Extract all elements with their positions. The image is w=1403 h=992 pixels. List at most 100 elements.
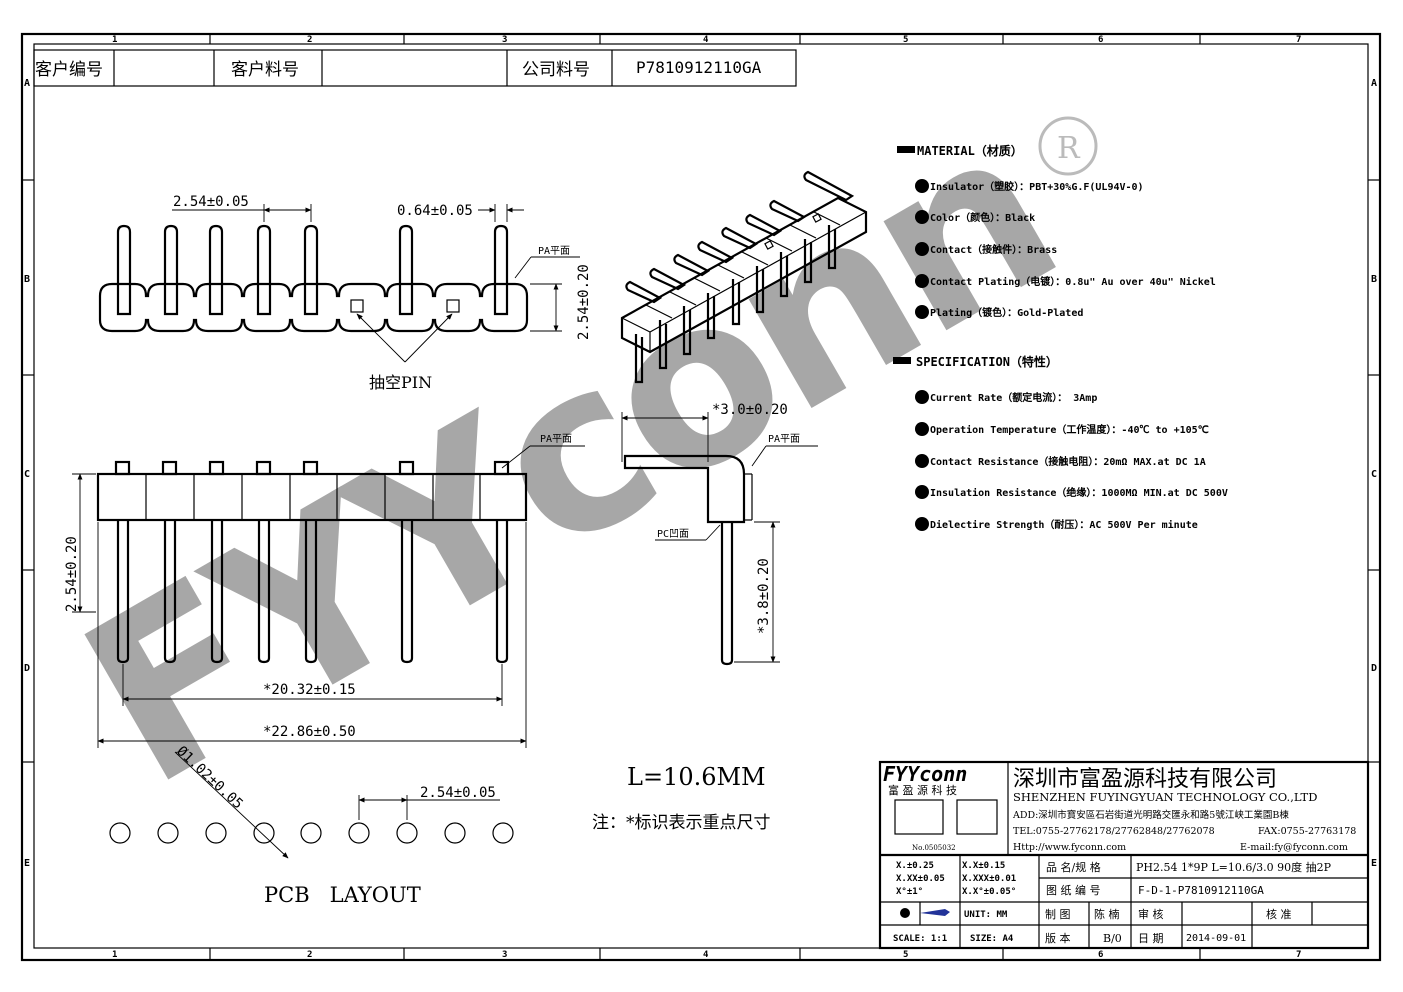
customer-part-label: 客户料号 [231,60,299,80]
drawn-label: 制 图 [1045,908,1071,921]
material-item-4: Contact Plating（电镀）：0.8u" Au over 40u" N… [930,275,1216,288]
pa-flat-label-3: PA平面 [768,434,800,445]
approve-label: 核 准 [1266,907,1292,921]
version-value: B/0 [1103,932,1122,945]
side-view: *3.0±0.20 PA平面 PC凹面 *3.8±0.20 [621,402,818,666]
spec-item-5: Dielectire Strength（耐压）：AC 500V Per minu… [930,518,1198,531]
company-name-cn: 深圳市富盈源科技有限公司 [1013,767,1277,792]
col-label-6: 6 [1098,35,1103,45]
col-label-5b: 5 [903,950,908,960]
length-note: L=10.6MM [627,763,766,791]
check-label: 审 核 [1138,907,1164,921]
row-label-b2: B [1371,274,1377,285]
tol-5: X°±1° [896,887,923,897]
title-block: FYYconn 富 盈 源 科 技 No.0505032 深圳市富盈源科技有限公… [878,760,1370,950]
col-label-6b: 6 [1098,950,1103,960]
drawing-no-value: F-D-1-P7810912110GA [1138,884,1264,897]
company-email: E-mail:fy@fyconn.com [1240,842,1348,853]
row-label-c2: C [1371,469,1377,480]
material-item-3: Contact（接触件）：Brass [930,243,1057,256]
col-label-2: 2 [307,35,312,45]
span-total-dim: *22.86±0.50 [263,724,356,740]
registered-letter: R [1057,131,1081,166]
key-dims-note: 注：*标识表示重点尺寸 [592,813,771,833]
col-label-2b: 2 [307,950,312,960]
row-label-c: C [24,469,30,480]
side-length-dim: *3.0±0.20 [712,402,788,418]
col-label-7b: 7 [1296,950,1301,960]
front-height-dim: 2.54±0.20 [64,536,80,612]
row-label-a2: A [1371,78,1377,89]
row-label-d: D [24,663,30,674]
col-label-1: 1 [112,35,117,45]
sheet-frame: 1 2 3 4 5 6 7 1 2 3 4 5 6 7 A B C D E A … [20,32,1382,962]
company-fax: FAX:0755-27763178 [1258,826,1356,837]
company-part-label: 公司料号 [522,60,590,80]
cert-number: No.0505032 [912,844,956,852]
row-label-d2: D [1371,663,1377,674]
row-label-a: A [24,78,30,89]
company-part-value: P7810912110GA [636,58,762,77]
col-label-7: 7 [1296,35,1301,45]
side-pin-len-dim: *3.8±0.20 [756,558,772,634]
col-label-5: 5 [903,35,908,45]
tol-4: X.XXX±0.01 [962,874,1016,884]
registered-mark: R [1038,116,1098,176]
isometric-view [620,170,868,384]
drawing-no-label: 图 纸 编 号 [1046,883,1101,897]
date-value: 2014-09-01 [1186,933,1246,944]
spec-item-1: Current Rate（额定电流）： 3Amp [930,391,1097,404]
tol-6: X.X°±0.05° [962,887,1016,897]
pcb-pitch-dim: 2.54±0.05 [420,785,496,801]
spec-item-3: Contact Resistance（接触电阻）：20mΩ MAX.at DC … [930,455,1206,468]
size-label: SIZE: A4 [970,934,1014,944]
material-item-2: Color（颜色）：Black [930,211,1035,224]
col-label-4b: 4 [703,950,709,960]
tol-2: X.X±0.15 [962,861,1005,871]
pa-flat-label-2: PA平面 [540,434,572,445]
span-pins-dim: *20.32±0.15 [263,682,356,698]
top-pitch-dim: 2.54±0.05 [173,194,249,210]
material-section: MATERIAL（材质） Insulator（塑胶）：PBT+30%G.F(UL… [897,143,1216,319]
company-address: ADD:深圳市寶安區石岩街道光明路交匯永和路5號江峡工業園B棟 [1012,809,1289,821]
col-label-1b: 1 [112,950,117,960]
drawn-value: 陈 楠 [1094,907,1120,921]
spec-item-2: Operation Temperature（工作温度）：-40℃ to +105… [930,423,1209,436]
col-label-4: 4 [703,35,709,45]
front-view: PA平面 2.54±0.20 *20.32±0.15 *22.86±0.50 [64,434,585,748]
company-logo-sub: 富 盈 源 科 技 [888,783,957,797]
pin-width-dim: 0.64±0.05 [397,203,473,219]
tol-1: X.±0.25 [896,861,934,871]
name-label: 品 名/规 格 [1046,860,1101,874]
date-label: 日 期 [1138,932,1164,945]
header-table: 客户编号 客户料号 公司料号 P7810912110GA [33,49,797,87]
company-tel: TEL:0755-27762178/27762848/27762078 [1013,826,1215,837]
name-value: PH2.54 1*9P L=10.6/3.0 90度 抽2P [1136,860,1332,874]
material-item-1: Insulator（塑胶）：PBT+30%G.F(UL94V-0) [930,180,1144,193]
company-logo: FYYconn [883,762,967,786]
removed-pin-label: 抽空PIN [369,373,432,392]
pa-flat-label-1: PA平面 [538,246,570,257]
projection-cone-icon [920,909,950,916]
customer-no-label: 客户编号 [35,60,103,80]
row-label-e2: E [1371,858,1377,869]
material-item-5: Plating（镀色）：Gold-Plated [930,306,1083,319]
top-view: 2.54±0.05 0.64±0.05 PA平面 2.54±0.20 抽空PIN [98,194,592,392]
spec-item-4: Insulation Resistance（绝缘）：1000MΩ MIN.at … [930,486,1228,499]
unit-label: UNIT: MM [964,910,1008,920]
specification-section: SPECIFICATION（特性） Current Rate（额定电流）： 3A… [893,354,1228,531]
version-label: 版 本 [1045,931,1071,945]
tol-3: X.XX±0.05 [896,874,945,884]
pc-concave-label: PC凹面 [657,529,689,540]
company-http: Http://www.fyconn.com [1013,842,1126,853]
company-name-en: SHENZHEN FUYINGYUAN TECHNOLOGY CO.,LTD [1013,790,1317,804]
scale-label: SCALE: 1:1 [893,934,947,944]
row-label-e: E [24,858,30,869]
cert-badge-1 [894,799,944,835]
cert-badge-2 [956,799,998,835]
top-height-dim: 2.54±0.20 [576,264,592,340]
projection-symbol-icon [900,908,910,918]
row-label-b: B [24,274,30,285]
col-label-3: 3 [502,35,507,45]
